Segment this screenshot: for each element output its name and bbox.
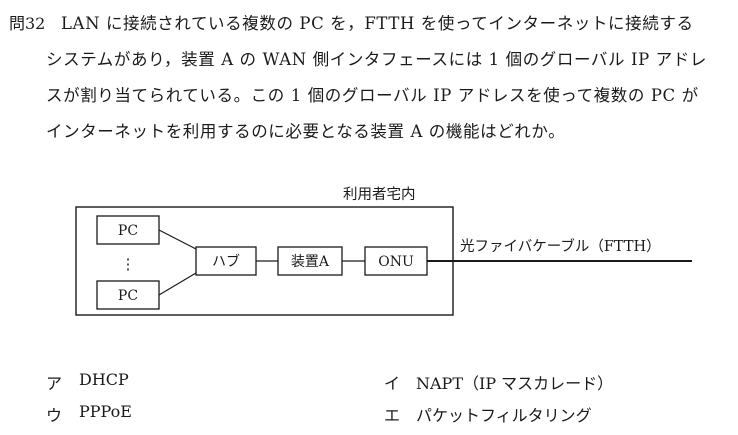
- premises-label: 利用者宅内: [343, 186, 416, 203]
- question-line-1: LAN に接続されている複数の PC を，FTTH を使ってインターネットに接続…: [61, 14, 694, 33]
- question-line-2: システムがあり，装置 A の WAN 側インタフェースには 1 個のグローバル …: [46, 50, 707, 69]
- pc-ellipsis: ⋮: [121, 255, 136, 273]
- hub-label: ハブ: [212, 253, 240, 270]
- device-a-box: [277, 246, 343, 276]
- choice-i-kana: イ: [384, 374, 401, 393]
- choice-i-text[interactable]: NAPT（IP マスカレード）: [416, 374, 614, 393]
- pc-bottom-box: [96, 280, 160, 310]
- question-line-3: スが割り当てられている。この 1 個のグローバル IP アドレスを使って複数の …: [46, 86, 699, 105]
- question-number: 問32: [9, 14, 46, 33]
- onu-label: ONU: [378, 254, 414, 270]
- pc-top-label: PC: [118, 223, 138, 239]
- fiber-cable-label: 光ファイバケーブル（FTTH）: [460, 237, 661, 255]
- onu-box: [364, 246, 428, 276]
- choice-u-text[interactable]: PPPoE: [79, 402, 132, 421]
- choice-a-kana: ア: [46, 374, 63, 393]
- choice-e-text[interactable]: パケットフィルタリング: [416, 406, 592, 425]
- question-line-4: インターネットを利用するのに必要となる装置 A の機能はどれか。: [46, 122, 566, 141]
- choice-a-text[interactable]: DHCP: [79, 370, 129, 389]
- choice-e-kana: エ: [384, 406, 401, 425]
- pc-top-to-hub-line: [158, 229, 197, 250]
- pc-top-box: [96, 215, 160, 245]
- pc-bottom-label: PC: [118, 288, 138, 304]
- device-a-label: 装置A: [291, 254, 330, 270]
- pc-bottom-to-hub-line: [158, 272, 197, 296]
- choice-u-kana: ウ: [46, 406, 63, 425]
